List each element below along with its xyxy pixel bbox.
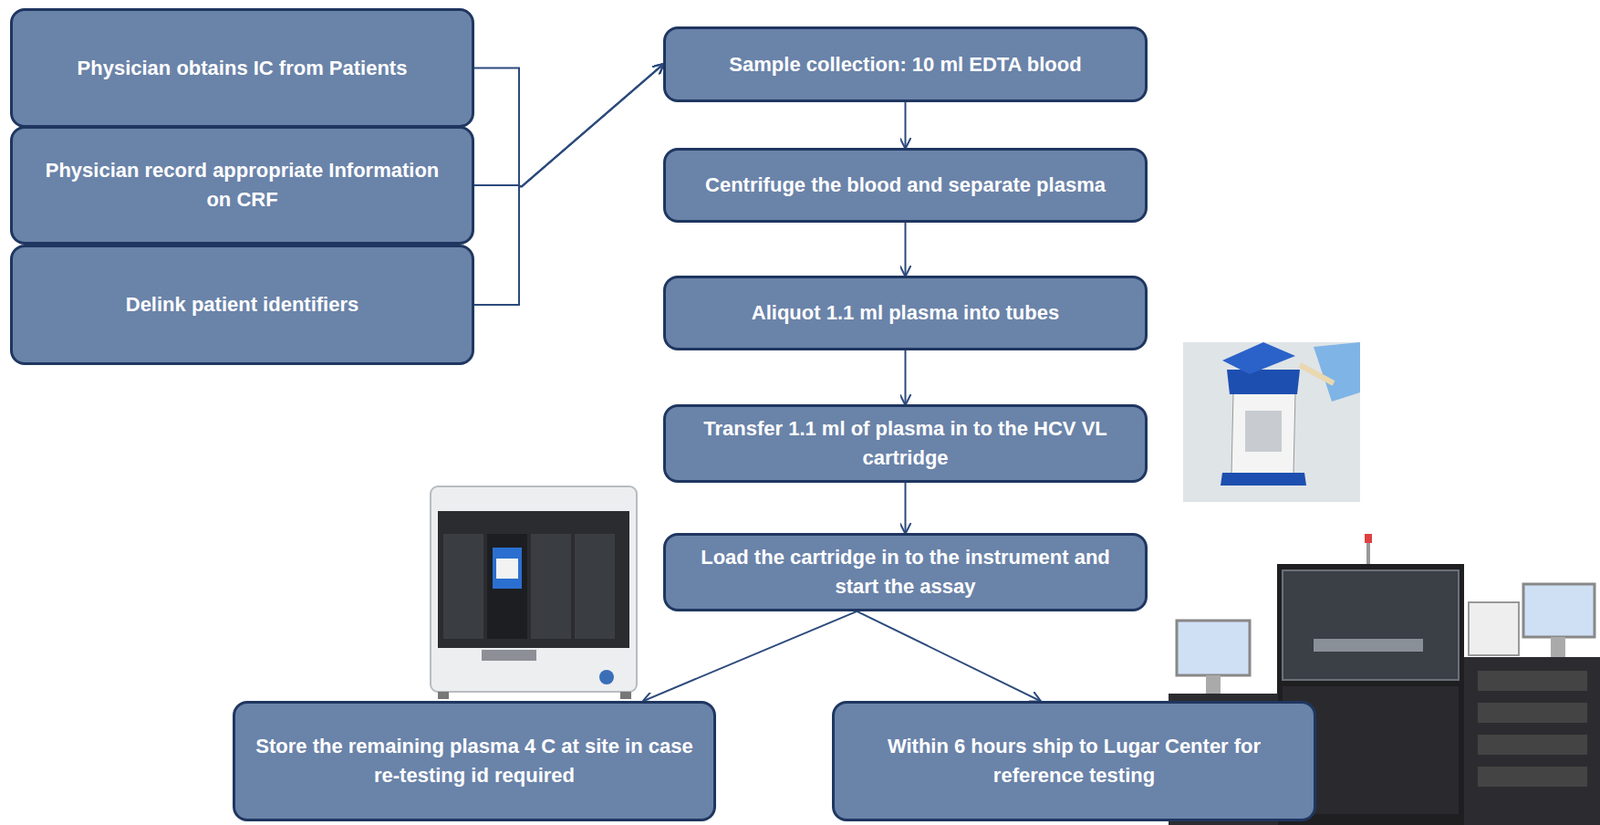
process-box: Load the cartridge in to the instrument … xyxy=(663,532,1148,612)
flow-arrow xyxy=(904,222,907,276)
process-box: Transfer 1.1 ml of plasma in to the HCV … xyxy=(663,404,1148,483)
process-box: Aliquot 1.1 ml plasma into tubes xyxy=(663,275,1148,351)
bay xyxy=(574,533,615,639)
box-text: Aliquot 1.1 ml plasma into tubes xyxy=(751,298,1060,328)
flow-arrow xyxy=(474,64,664,188)
loaded-cartridge-label xyxy=(496,558,519,579)
instrument-front xyxy=(437,510,630,648)
instrument-housing xyxy=(430,486,637,692)
flow-arrow xyxy=(856,611,1040,701)
bay xyxy=(443,533,484,639)
printer xyxy=(1468,602,1519,655)
cartridge-photo xyxy=(1183,342,1361,502)
foot xyxy=(437,691,449,699)
flow-arrow xyxy=(474,64,664,306)
instrument-logo xyxy=(599,669,614,685)
flow-arrow xyxy=(904,102,907,148)
drawer xyxy=(1477,702,1588,723)
process-box: Physician obtains IC from Patients xyxy=(10,8,475,128)
left-monitor xyxy=(1176,620,1250,676)
box-text: Physician record appropriate Information… xyxy=(32,155,452,215)
process-box: Sample collection: 10 ml EDTA blood xyxy=(663,26,1148,103)
analyzer-window xyxy=(1282,570,1459,680)
cartridge-cap xyxy=(1222,342,1296,375)
right-monitor-stand xyxy=(1550,636,1566,657)
pipette xyxy=(1299,364,1334,384)
process-box: Within 6 hours ship to Lugar Center for … xyxy=(831,700,1317,821)
flow-arrow xyxy=(904,482,907,533)
box-text: Store the remaining plasma 4 C at site i… xyxy=(255,731,694,790)
process-box: Delink patient identifiers xyxy=(10,244,475,365)
genexpert-instrument xyxy=(430,486,637,699)
analyzer-rack xyxy=(1313,638,1424,652)
photo-ground xyxy=(1183,342,1361,502)
box-text: Centrifuge the blood and separate plasma xyxy=(705,170,1106,200)
cartridge-lid xyxy=(1226,369,1300,395)
right-desk xyxy=(1464,656,1600,825)
flow-arrow xyxy=(474,64,664,188)
photo-shade xyxy=(1183,342,1361,502)
glove xyxy=(1313,342,1361,402)
drawer xyxy=(1477,766,1588,787)
box-text: Delink patient identifiers xyxy=(125,290,360,320)
box-text: Sample collection: 10 ml EDTA blood xyxy=(728,50,1081,80)
box-text: Within 6 hours ship to Lugar Center for … xyxy=(854,731,1294,790)
cartridge-base xyxy=(1220,472,1307,486)
drawer xyxy=(1477,670,1588,691)
process-box: Store the remaining plasma 4 C at site i… xyxy=(232,700,717,821)
box-text: Load the cartridge in to the instrument … xyxy=(685,542,1125,602)
bay xyxy=(530,533,572,639)
loaded-cartridge xyxy=(492,547,522,589)
foot xyxy=(620,691,632,699)
cartridge-body xyxy=(1231,392,1296,475)
left-monitor-stand xyxy=(1205,675,1221,694)
box-text: Transfer 1.1 ml of plasma in to the HCV … xyxy=(685,414,1125,473)
status-pole xyxy=(1366,540,1371,564)
cartridge-label xyxy=(1245,410,1282,452)
status-light xyxy=(1364,533,1372,543)
flow-arrow xyxy=(904,350,907,405)
box-text: Physician obtains IC from Patients xyxy=(77,53,408,84)
flow-arrow xyxy=(644,611,858,701)
bay xyxy=(487,533,528,639)
right-monitor xyxy=(1523,583,1595,637)
process-box: Physician record appropriate Information… xyxy=(10,125,475,245)
drawer xyxy=(1477,734,1588,755)
process-box: Centrifuge the blood and separate plasma xyxy=(663,147,1148,223)
instrument-tray xyxy=(481,649,537,661)
